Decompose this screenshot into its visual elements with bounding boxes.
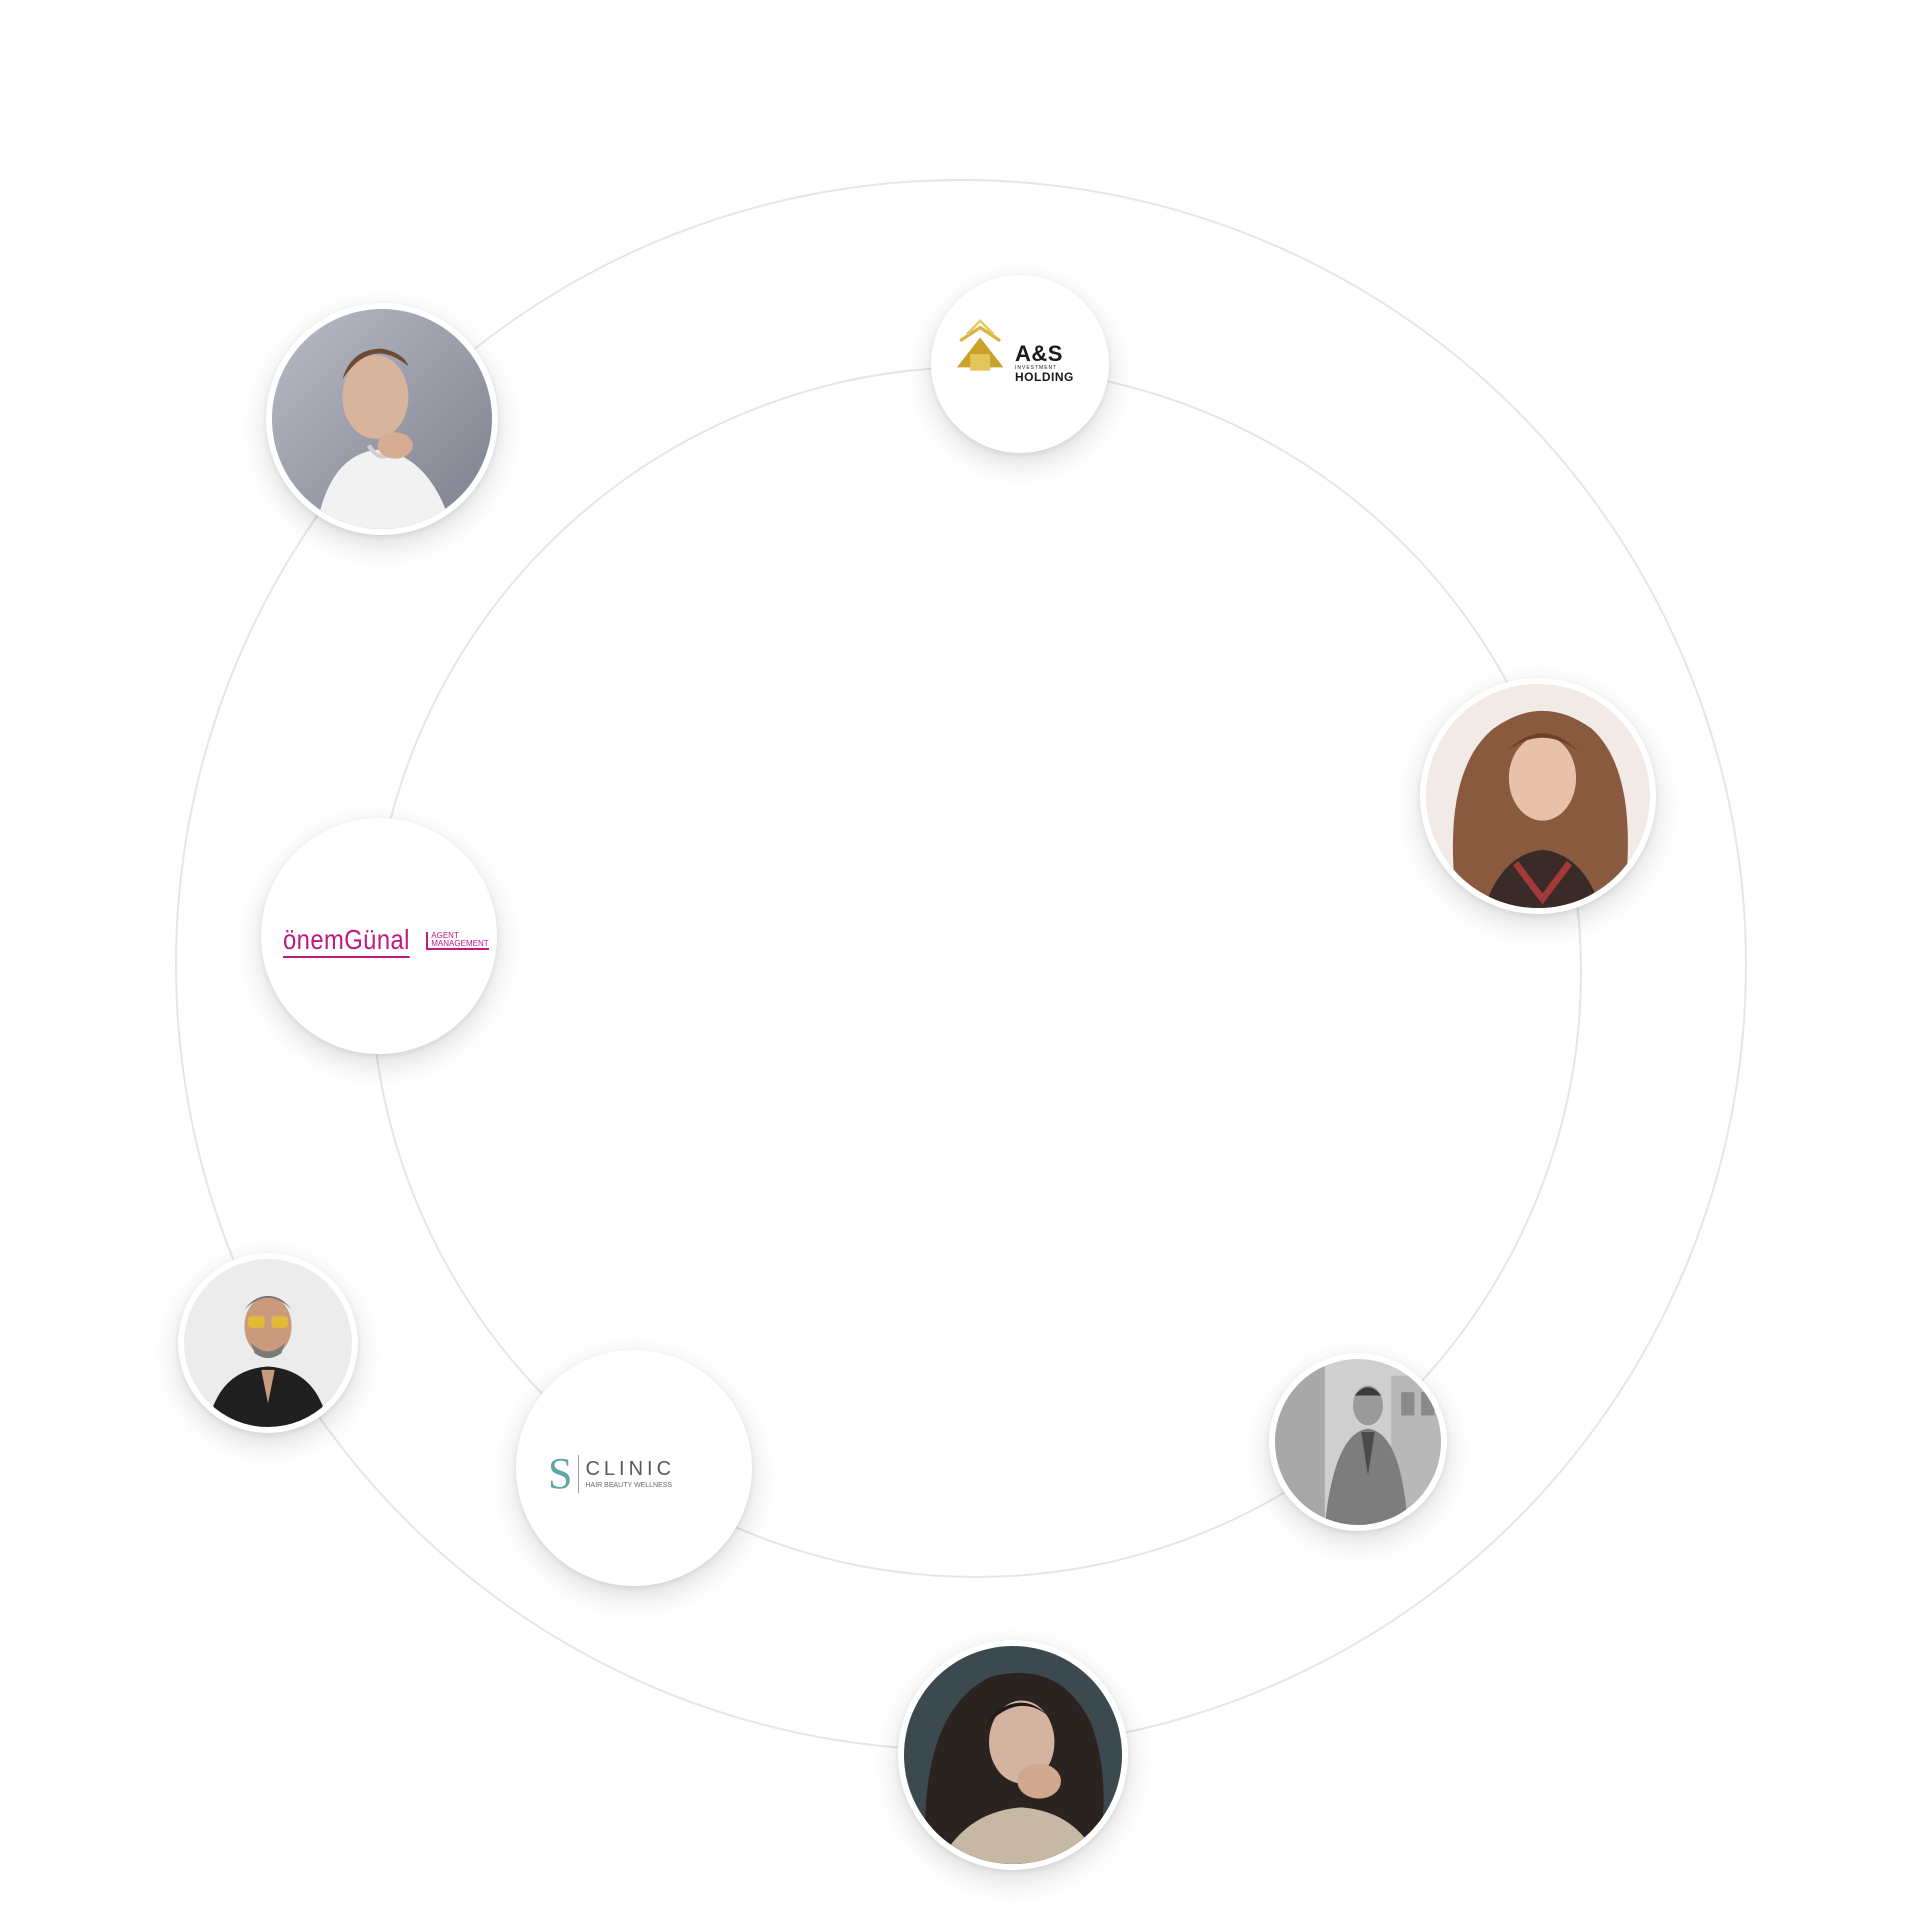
onemgunal-line1: AGENT (431, 931, 459, 940)
onemgunal-sub: AGENT MANAGEMENT (426, 931, 489, 950)
sclinic-wordmark: S CLINIC HAIR BEAUTY WELLNESS (548, 1452, 675, 1496)
logo-as-holding[interactable]: A&S INVESTMENT HOLDING (931, 275, 1109, 453)
sclinic-divider (578, 1455, 580, 1493)
onemgunal-wordmark: önemGünal AGENT MANAGEMENT (283, 924, 489, 958)
logo-sclinic[interactable]: S CLINIC HAIR BEAUTY WELLNESS (516, 1350, 752, 1586)
as-holding-sunburst-icon (956, 319, 1004, 371)
portrait-man-trench-coat-image (1275, 1359, 1441, 1525)
portrait-woman-dark-hair[interactable] (898, 1640, 1128, 1870)
sclinic-mark: S (548, 1449, 573, 1498)
as-holding-wordmark: A&S INVESTMENT HOLDING (1015, 341, 1074, 384)
as-holding-logo-image (937, 281, 1103, 447)
portrait-man-yellow-glasses-image (184, 1259, 352, 1427)
portrait-man-white-shirt[interactable] (266, 303, 498, 535)
portrait-man-white-shirt-image (272, 309, 492, 529)
portrait-man-yellow-glasses[interactable] (178, 1253, 358, 1433)
logo-onemgunal[interactable]: önemGünal AGENT MANAGEMENT (261, 818, 497, 1054)
sclinic-tagline: HAIR BEAUTY WELLNESS (585, 1482, 673, 1489)
portrait-man-trench-coat[interactable] (1269, 1353, 1447, 1531)
as-holding-line2: HOLDING (1015, 370, 1074, 384)
onemgunal-name: önemGünal (283, 924, 410, 958)
portrait-woman-auburn-hair-image (1426, 684, 1650, 908)
as-holding-line1: INVESTMENT (1015, 365, 1058, 371)
sclinic-text-block: CLINIC HAIR BEAUTY WELLNESS (585, 1459, 675, 1489)
sclinic-name: CLINIC (585, 1458, 676, 1480)
portrait-woman-dark-hair-image (904, 1646, 1122, 1864)
portrait-woman-auburn-hair[interactable] (1420, 678, 1656, 914)
as-holding-name: A&S (1015, 341, 1063, 366)
onemgunal-line2: MANAGEMENT (431, 939, 489, 948)
